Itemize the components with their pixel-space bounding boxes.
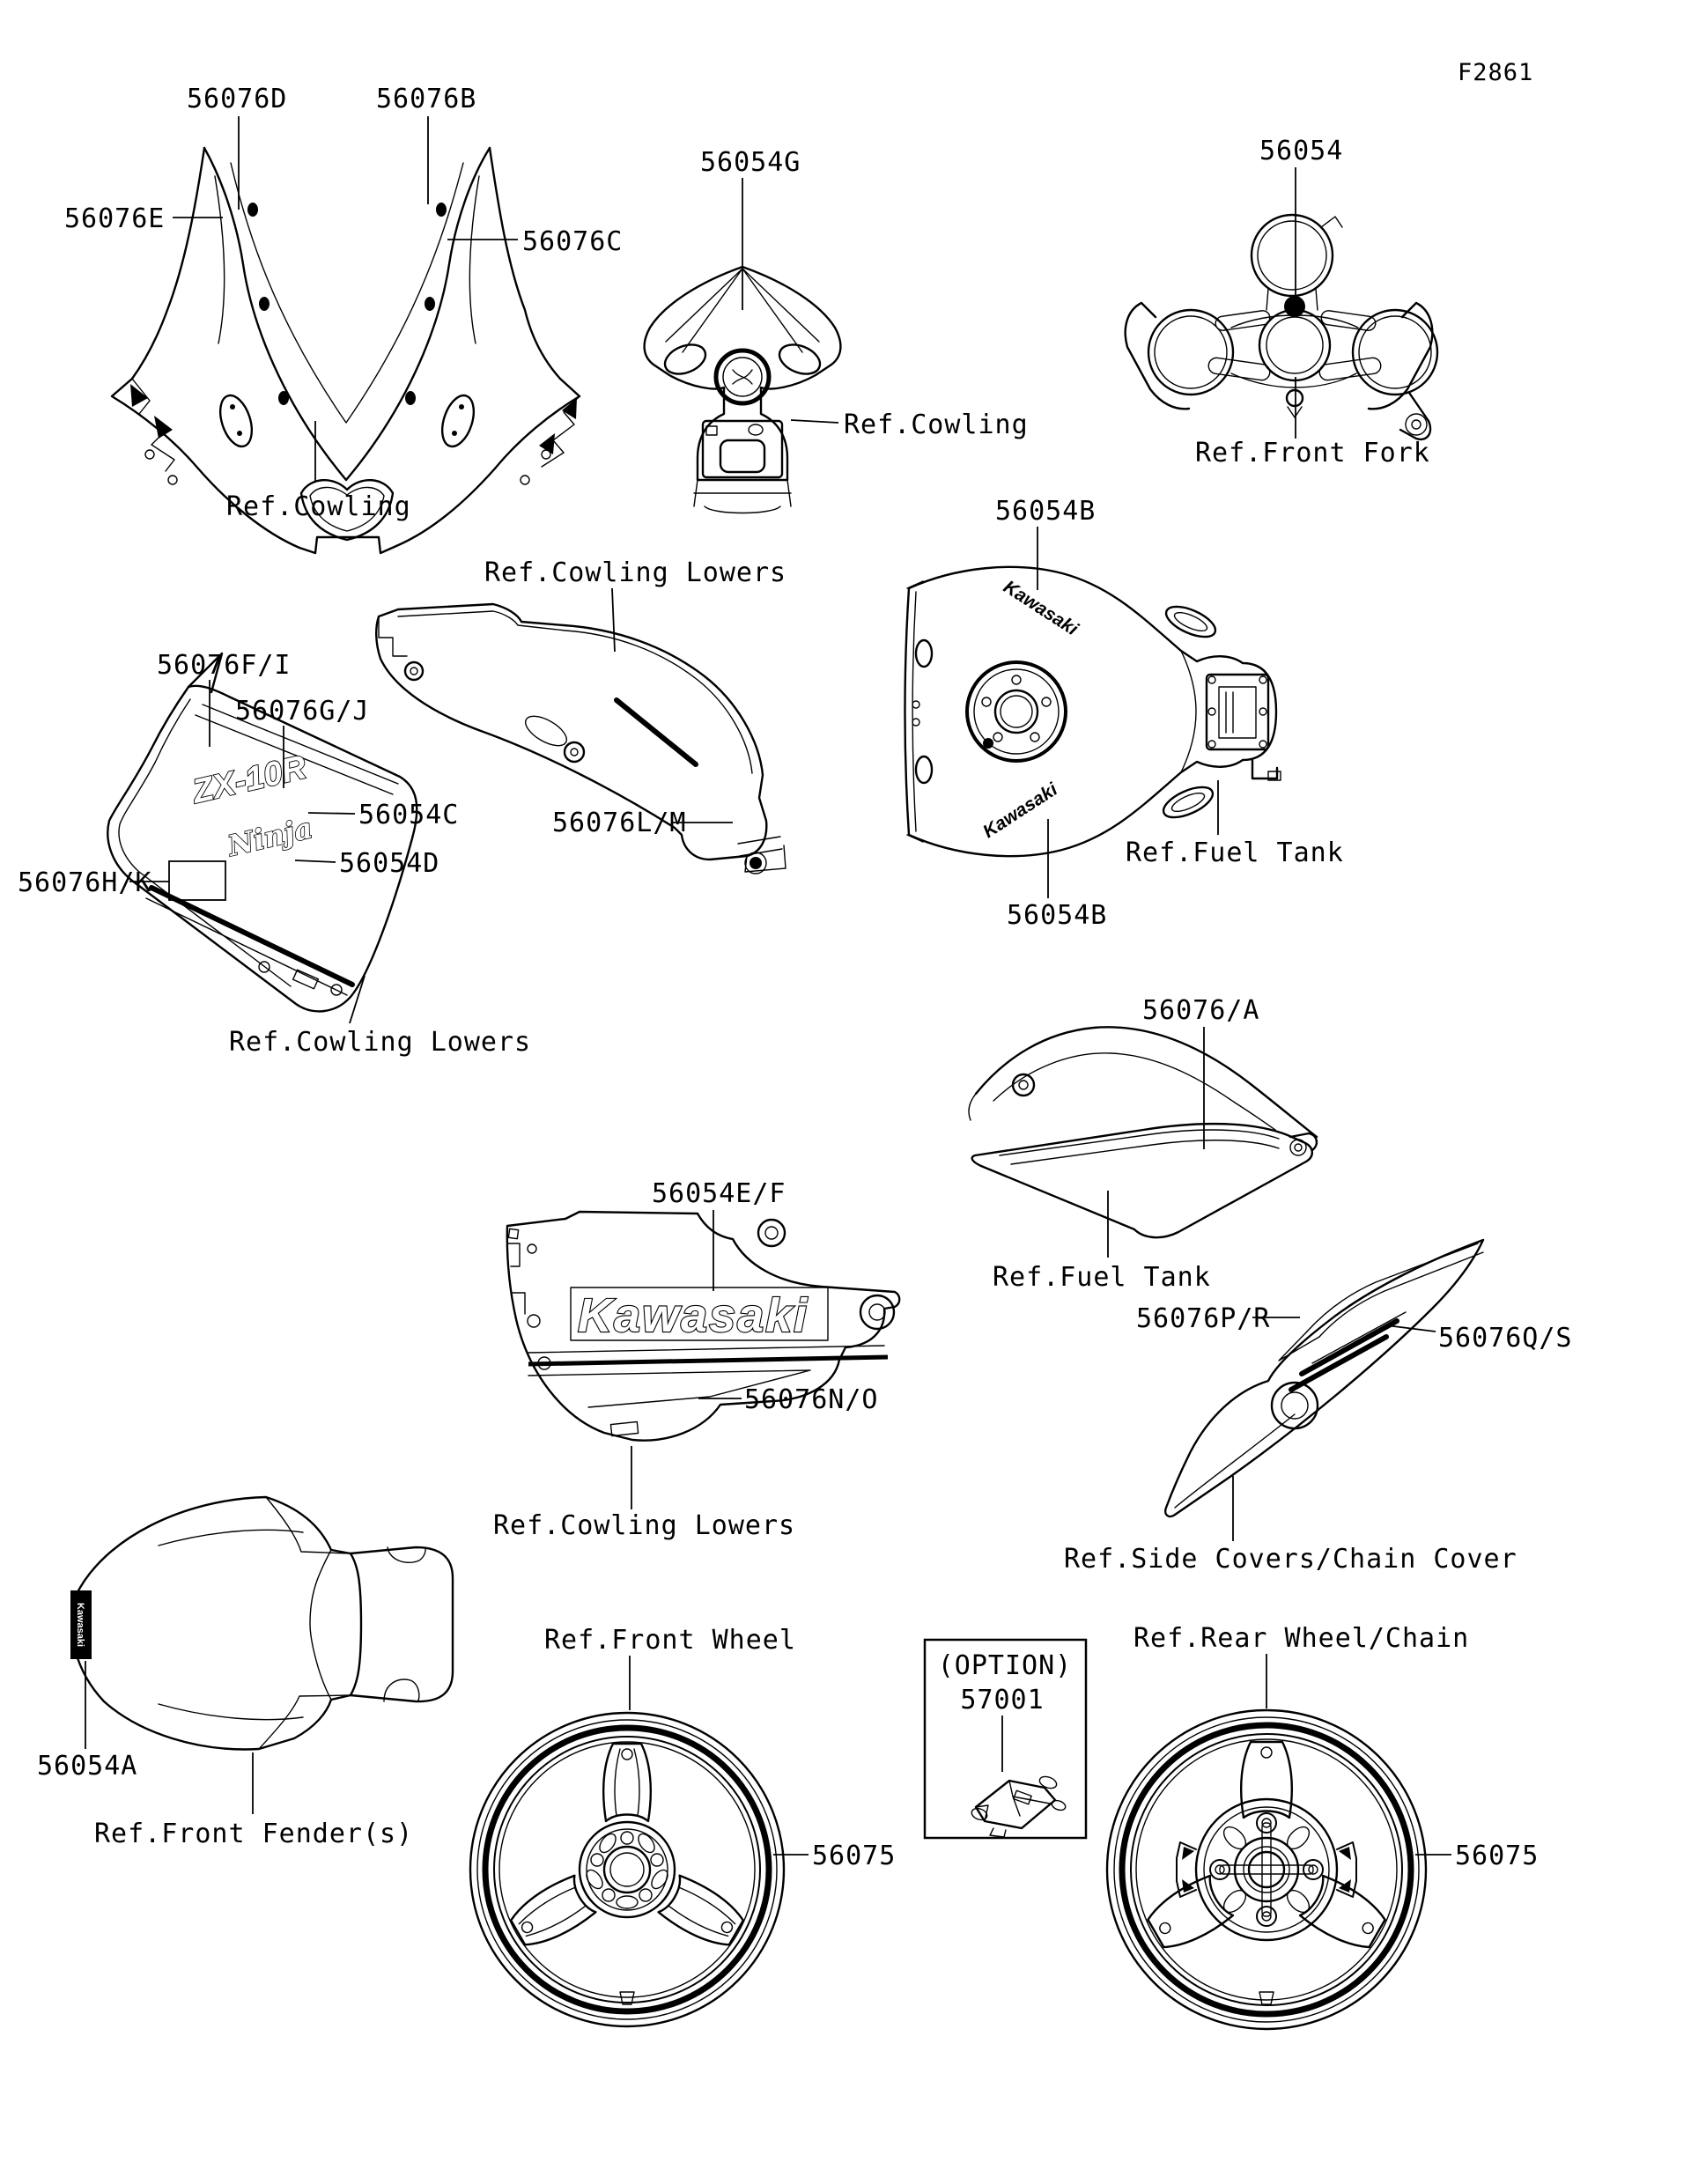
label-56054ef: 56054E/F xyxy=(652,1178,786,1209)
part-side-cover xyxy=(1164,1238,1485,1518)
option-box: (OPTION) 57001 xyxy=(923,1638,1088,1840)
lower-cowl-kawasaki-logo: Kawasaki xyxy=(578,1289,809,1342)
label-56075-rear: 56075 xyxy=(1455,1841,1539,1871)
label-56076a: 56076/A xyxy=(1142,995,1259,1026)
part-fuel-tank-top: Kawasaki Kawasaki xyxy=(904,565,1281,858)
tank-kawasaki-bottom: Kawasaki xyxy=(979,778,1062,842)
ref-front-fork-label: Ref.Front Fork xyxy=(1195,438,1430,469)
option-box-title: (OPTION) xyxy=(938,1650,1073,1681)
part-front-cowl xyxy=(110,146,581,555)
ref-cowling-lowers-top: Ref.Cowling Lowers xyxy=(484,557,786,588)
label-56054g: 56054G xyxy=(700,147,801,178)
leader-56054d xyxy=(294,860,336,863)
label-56076fi: 56076F/I xyxy=(157,650,292,681)
front-wheel-spokes xyxy=(509,1742,745,1946)
front-rim-stripe xyxy=(482,1724,772,2015)
label-56076hk: 56076H/K xyxy=(18,867,152,898)
rear-wheel-spokes xyxy=(1147,1740,1386,1949)
ref-front-wheel-label: Ref.Front Wheel xyxy=(544,1625,796,1656)
part-lower-cowl: Kawasaki xyxy=(506,1210,901,1442)
leader-56076qs xyxy=(1385,1324,1436,1332)
label-56076gj: 56076G/J xyxy=(235,696,370,727)
label-56054b-top: 56054B xyxy=(995,496,1096,527)
ref-rear-wheel-label: Ref.Rear Wheel/Chain xyxy=(1133,1623,1469,1654)
leader-ref-cowling-lowers-top xyxy=(611,587,616,653)
ref-cowling-lowers-bottom: Ref.Cowling Lowers xyxy=(493,1510,795,1541)
diagram-code: F2861 xyxy=(1458,59,1533,86)
ref-cowling-lowers-left: Ref.Cowling Lowers xyxy=(229,1027,531,1058)
tank-kawasaki-top: Kawasaki xyxy=(1000,577,1082,640)
label-56054c: 56054C xyxy=(358,800,459,830)
ref-fuel-tank-right: Ref.Fuel Tank xyxy=(1126,837,1344,868)
ref-side-covers-label: Ref.Side Covers/Chain Cover xyxy=(1064,1544,1517,1575)
leader-56054c xyxy=(307,812,356,815)
ref-cowling-label: Ref.Cowling xyxy=(226,491,411,522)
label-56076d: 56076D xyxy=(187,84,287,114)
ref-front-fender-label: Ref.Front Fender(s) xyxy=(94,1819,413,1849)
leader-ref-cowling-lowers-left xyxy=(349,975,366,1024)
ninja-logo: Ninja xyxy=(224,811,315,863)
leader-ref-cowling-2 xyxy=(790,419,839,424)
label-56076pr: 56076P/R xyxy=(1136,1303,1271,1334)
label-56076c: 56076C xyxy=(522,226,623,257)
part-front-fender: Kawasaki xyxy=(70,1495,454,1751)
part-fuel-tank-side xyxy=(968,1026,1318,1239)
rear-rim-stripe xyxy=(1119,1722,1414,2018)
part-front-wheel xyxy=(469,1711,786,2028)
label-56054d: 56054D xyxy=(339,848,439,879)
ref-fuel-tank-lower: Ref.Fuel Tank xyxy=(993,1262,1211,1293)
part-rear-wheel xyxy=(1105,1708,1428,2031)
zx10r-logo: ZX-10R xyxy=(188,749,311,811)
label-57001: 57001 xyxy=(960,1685,1044,1715)
label-56054a: 56054A xyxy=(37,1751,137,1782)
label-56076no: 56076N/O xyxy=(744,1384,879,1415)
label-56054b-bottom: 56054B xyxy=(1007,900,1107,931)
label-56075-front: 56075 xyxy=(812,1841,896,1871)
label-56054: 56054 xyxy=(1259,136,1343,166)
label-56076qs: 56076Q/S xyxy=(1438,1323,1573,1354)
bracket-56076hk xyxy=(168,860,226,901)
fender-sticker xyxy=(70,1590,92,1659)
fender-kawasaki-sticker-text: Kawasaki xyxy=(75,1603,85,1647)
part-center-cowl xyxy=(643,265,842,514)
ref-cowling-label-2: Ref.Cowling xyxy=(844,410,1029,440)
label-56076b: 56076B xyxy=(376,84,476,114)
option-part-icon xyxy=(971,1775,1067,1838)
label-56076lm: 56076L/M xyxy=(552,808,687,838)
part-cowling-lowers-upper xyxy=(375,602,786,874)
part-triple-clamp xyxy=(1124,213,1439,441)
label-56076e: 56076E xyxy=(64,203,165,234)
